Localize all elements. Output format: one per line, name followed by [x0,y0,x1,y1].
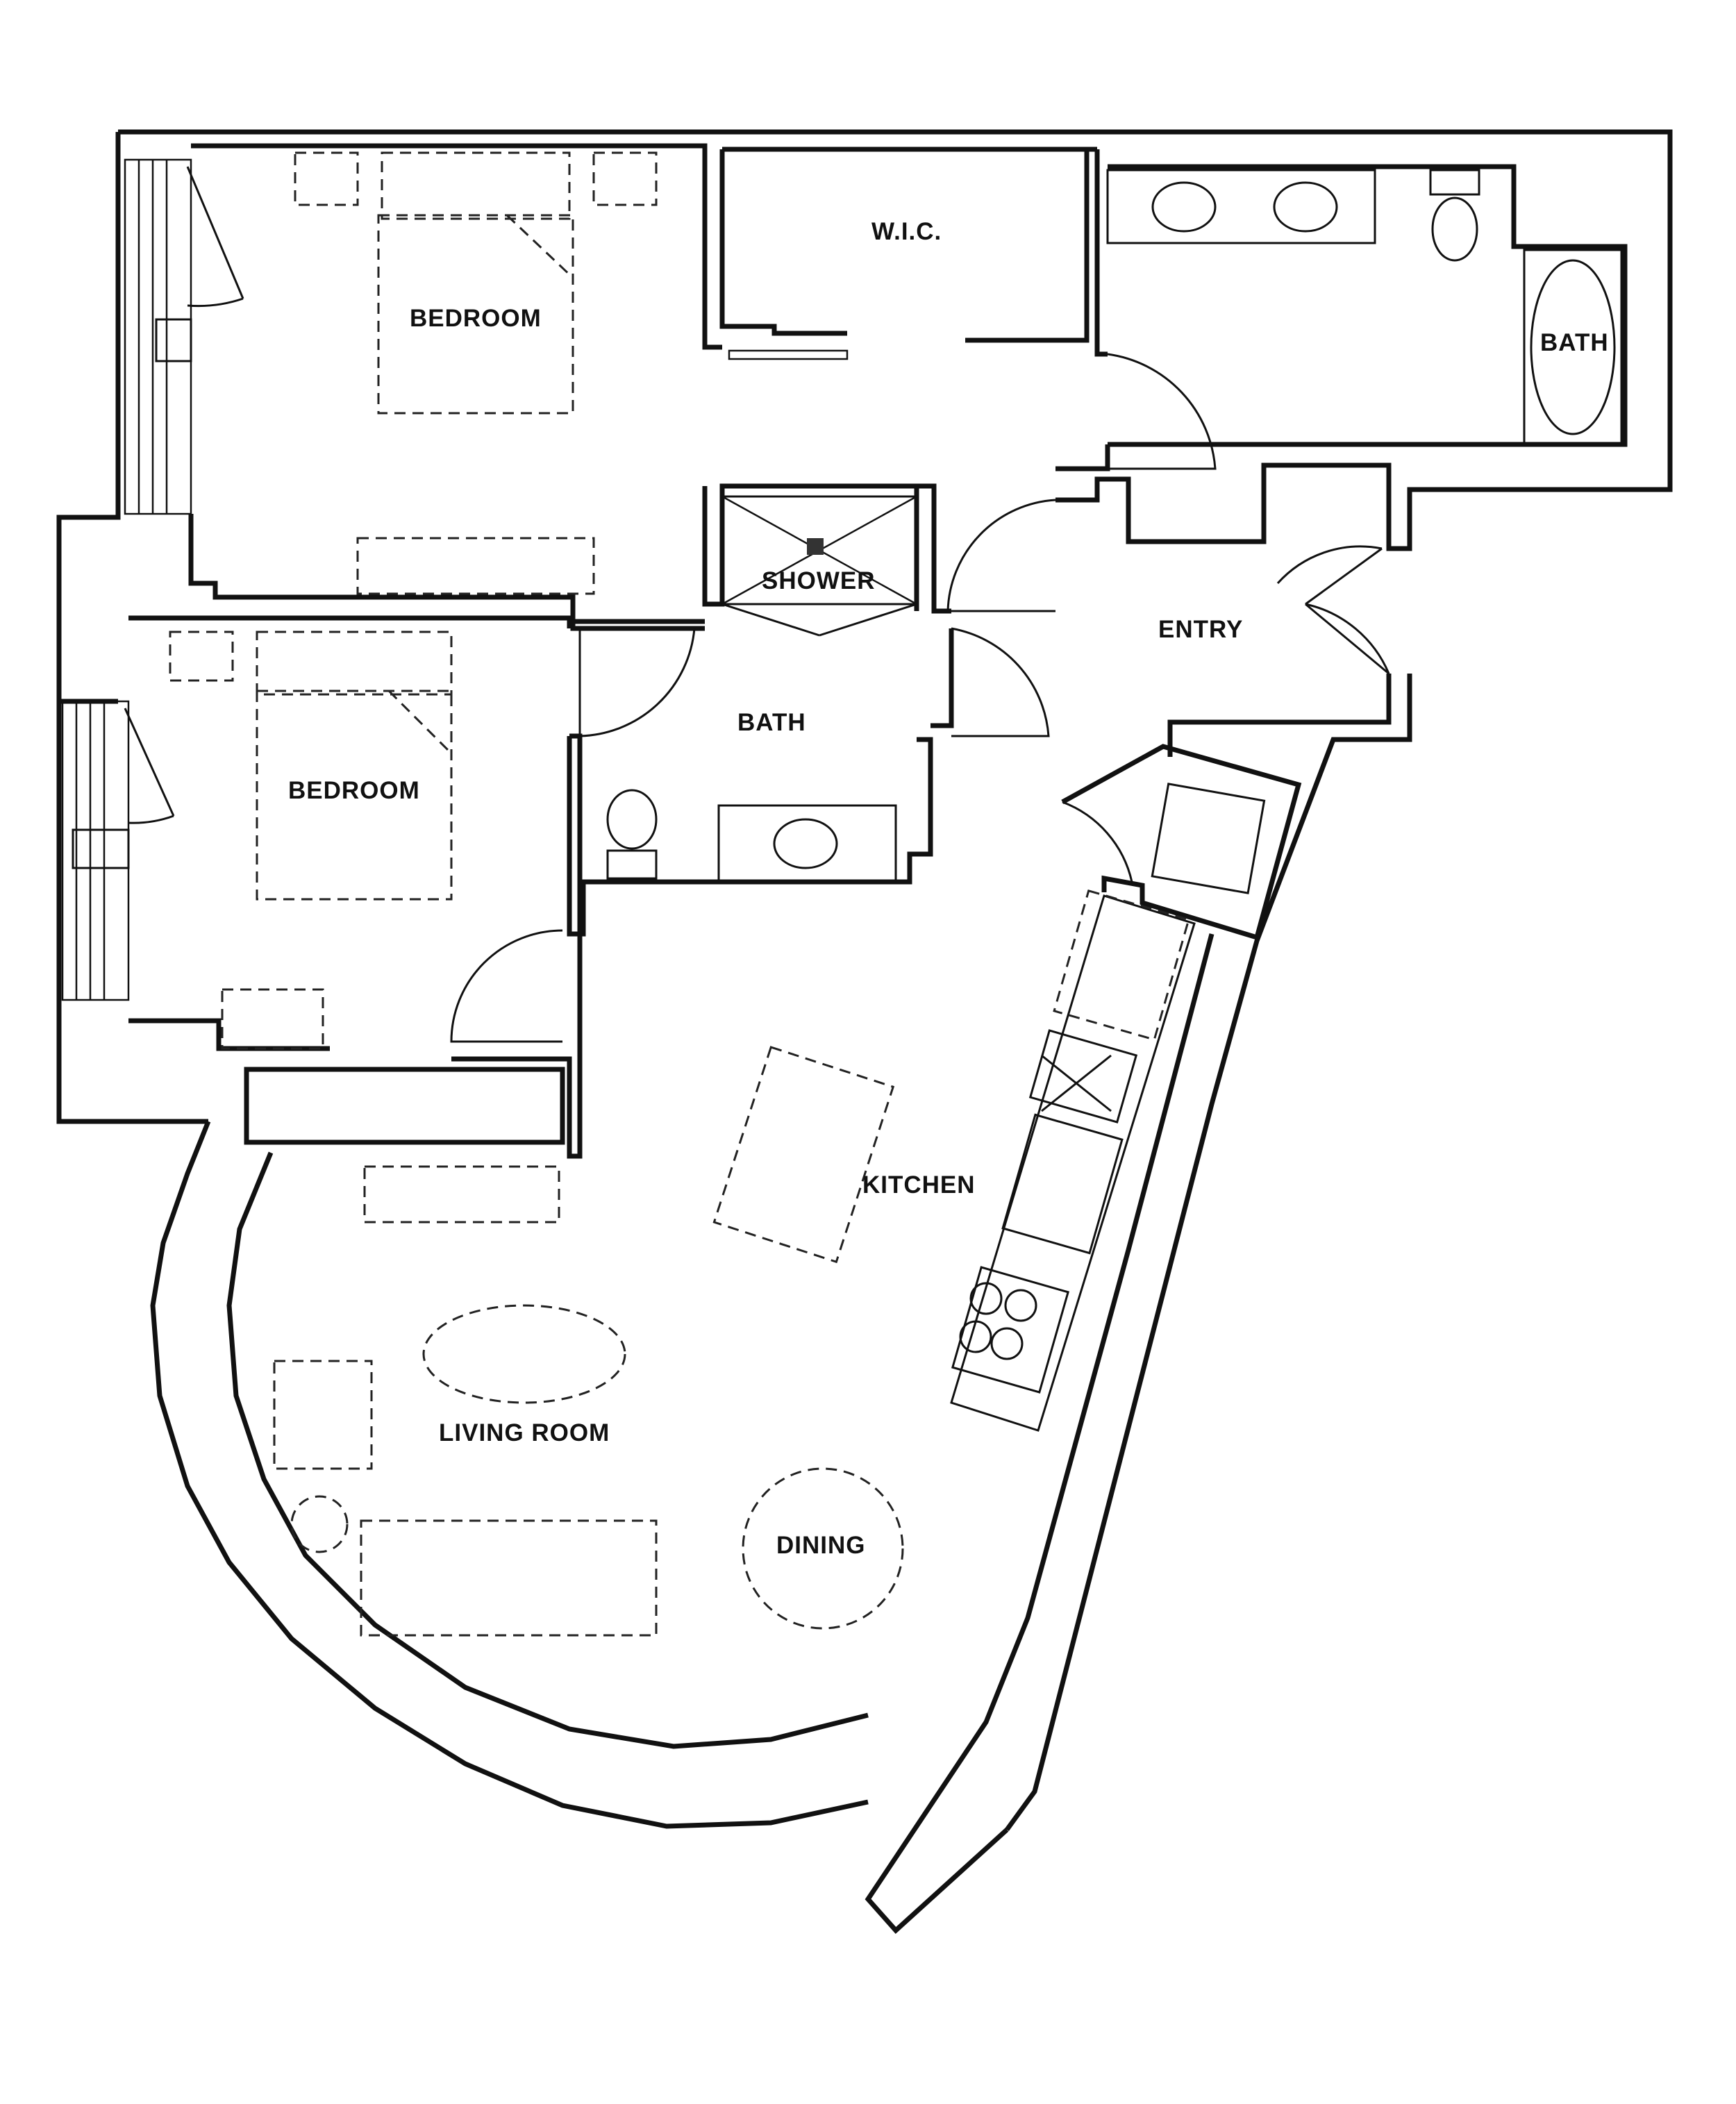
label-shower: SHOWER [762,567,876,594]
label-dining: DINING [776,1532,866,1559]
label-living-room: LIVING ROOM [439,1419,610,1446]
doors [450,353,1390,1043]
label-kitchen: KITCHEN [862,1171,976,1199]
exterior-walls [56,129,1673,1934]
room-labels: BEDROOM W.I.C. BATH SHOWER ENTRY BATH BE… [288,218,1609,1559]
kitchen-counter [950,889,1196,1432]
label-bath-main: BATH [1540,329,1609,356]
interior-walls [128,143,1628,1159]
west-windows [61,158,244,1001]
label-entry: ENTRY [1158,616,1243,643]
label-wic: W.I.C. [871,218,942,245]
bath-fixtures [606,169,1623,883]
furniture [169,151,904,1637]
label-bedroom-main: BEDROOM [410,305,542,332]
label-bath-second: BATH [737,709,806,736]
label-bedroom-second: BEDROOM [288,777,420,804]
